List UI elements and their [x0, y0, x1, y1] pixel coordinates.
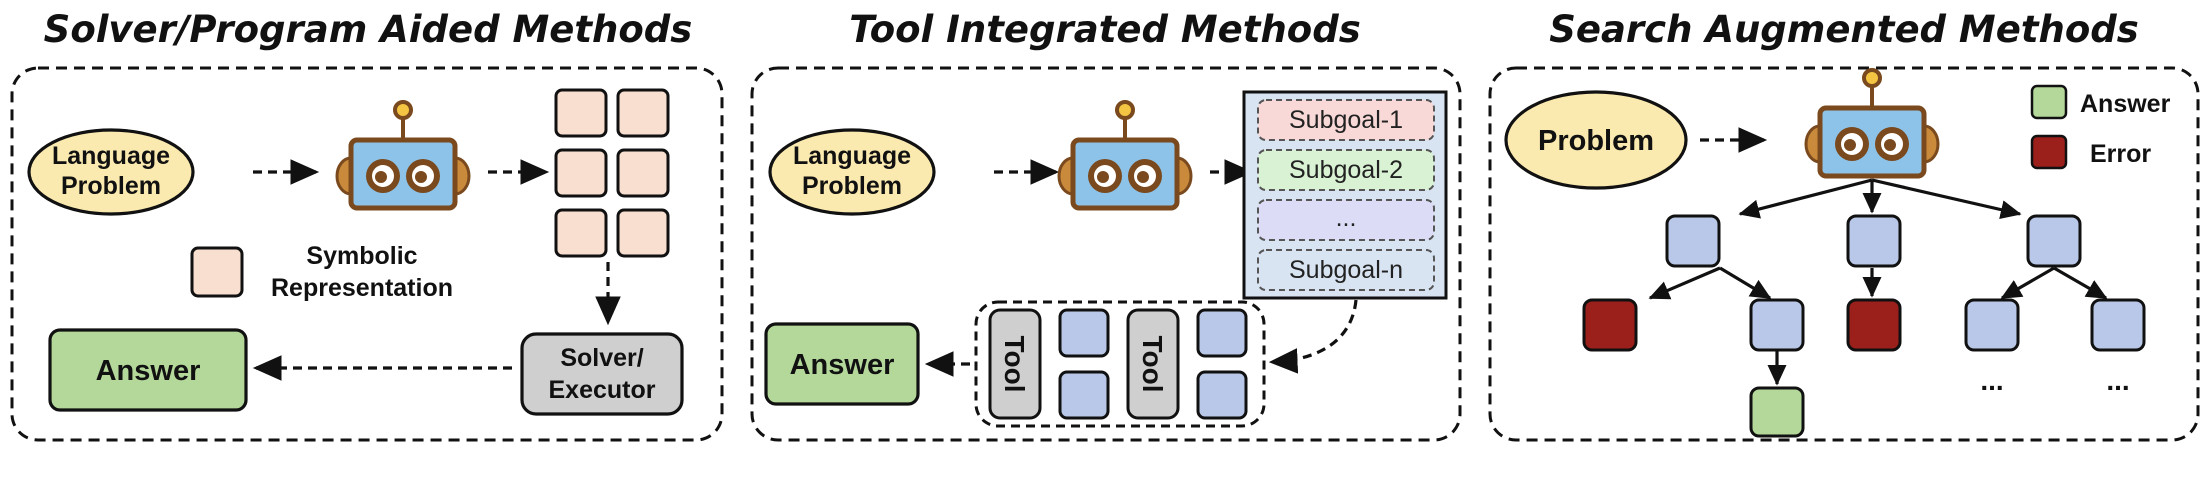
answer-node: Answer [764, 322, 920, 406]
subgoal-label: Subgoal-n [1289, 256, 1403, 284]
problem-node: Problem [1504, 90, 1688, 190]
panel-tool: Tool Integrated Methods Language Problem… [750, 8, 1462, 442]
answer-label: Answer [790, 349, 895, 381]
legend-answer-label: Answer [2080, 90, 2171, 118]
node-label-line1: Language [52, 142, 170, 170]
panel-border [1488, 66, 2200, 442]
panel-title: Search Augmented Methods [1549, 8, 2139, 51]
node-label-line2: Problem [61, 172, 161, 200]
panel-title: Solver/Program Aided Methods [44, 8, 693, 51]
legend: Answer Error [2030, 84, 2171, 170]
arrow [1268, 299, 1358, 374]
robot-icon [1059, 102, 1191, 208]
executor-node: Solver/ Executor [520, 332, 684, 416]
node-label-line2: Problem [802, 172, 902, 200]
subgoal-label: Subgoal-2 [1289, 156, 1403, 184]
executor-label-line2: Executor [549, 376, 656, 404]
executor-label-line1: Solver/ [560, 344, 643, 372]
search-tree [1582, 178, 2146, 438]
legend-error-label: Error [2090, 140, 2151, 168]
tool-group: Tool Tool [974, 300, 1266, 428]
subgoal-label: Subgoal-1 [1289, 106, 1403, 134]
tool-label: Tool [999, 335, 1030, 392]
robot-icon [337, 102, 469, 208]
panel-solver: Solver/Program Aided Methods Language Pr… [10, 8, 724, 442]
node-label-line1: Language [793, 142, 911, 170]
panel-title: Tool Integrated Methods [849, 8, 1360, 51]
tool-label: Tool [1137, 335, 1168, 392]
legend-error-swatch [2030, 134, 2068, 170]
legend-symbolic: Symbolic Representation [190, 242, 453, 302]
problem-label: Problem [1538, 125, 1654, 157]
robot-icon [1806, 70, 1938, 176]
panel-border [10, 66, 724, 442]
panel-search: Search Augmented Methods Problem Answer … [1488, 8, 2200, 442]
answer-label: Answer [96, 355, 201, 387]
symbolic-grid [554, 88, 670, 258]
legend-label-line1: Symbolic [306, 242, 417, 270]
legend-answer-swatch [2030, 84, 2068, 120]
answer-node: Answer [48, 328, 248, 412]
ellipsis: ... [1980, 365, 2003, 396]
subgoal-label: ... [1336, 204, 1357, 232]
ellipsis: ... [2106, 365, 2129, 396]
subgoal-panel: Subgoal-1 Subgoal-2 ... Subgoal-n [1242, 90, 1448, 300]
legend-label-line2: Representation [271, 274, 453, 302]
language-problem-node: Language Problem [768, 128, 936, 216]
language-problem-node: Language Problem [27, 128, 195, 216]
panel-border [750, 66, 1462, 442]
